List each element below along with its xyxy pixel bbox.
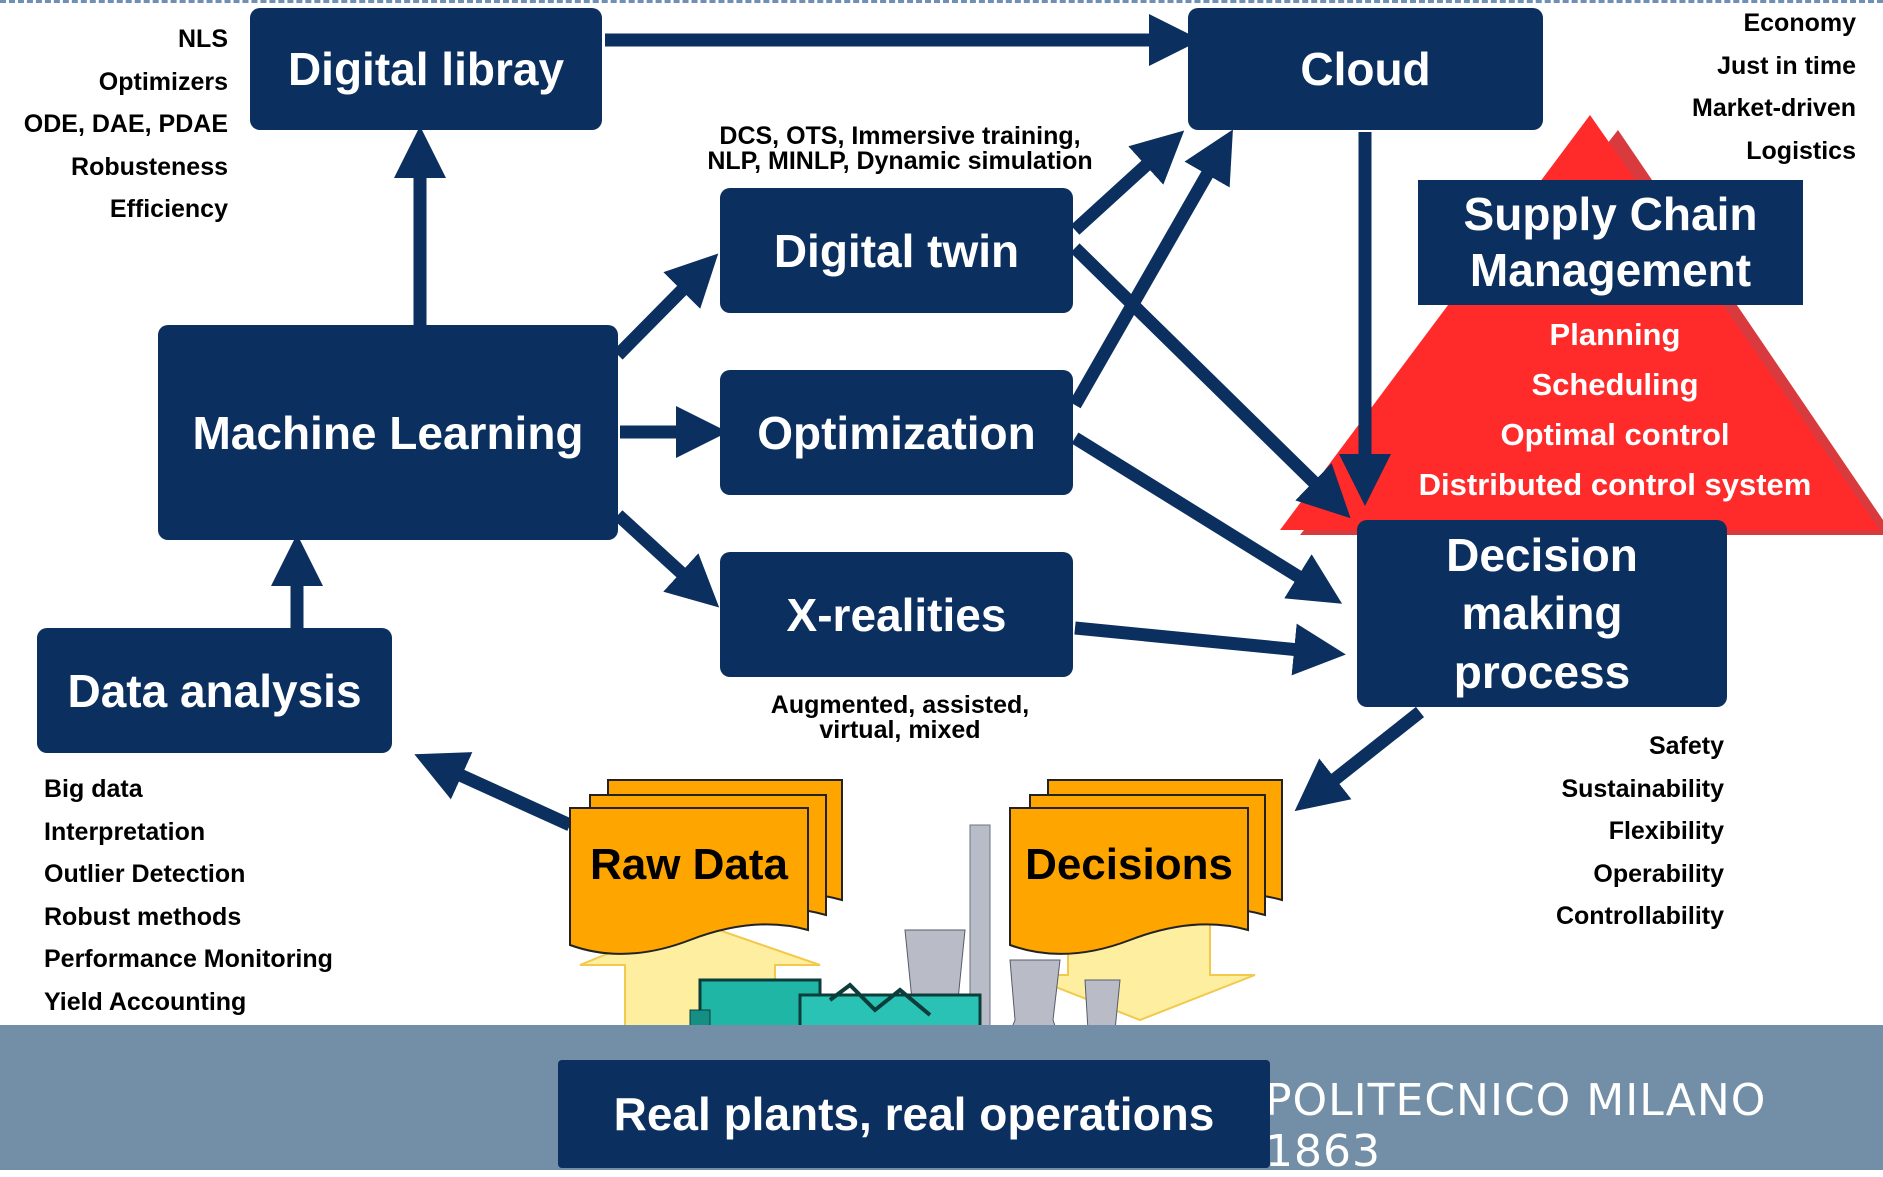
digital-twin-notes: DCS, OTS, Immersive training, NLP, MINLP… [680, 124, 1120, 174]
supply-item-dcs: Distributed control system [1418, 467, 1812, 502]
supply-chain-label-line1: Supply Chain [1463, 188, 1758, 241]
supply-item-optimal-control: Optimal control [1500, 417, 1730, 452]
raw-data-label: Raw Data [589, 840, 789, 889]
institution-name: POLITECNICO MILANO 1863 [1265, 1075, 1767, 1177]
arrow-twin-to-decision [1070, 243, 1351, 519]
digital-twin-box: Digital twin [720, 188, 1073, 313]
real-plants-box: Real plants, real operations [558, 1060, 1270, 1168]
arrow-xrealities-to-decision [1074, 621, 1346, 676]
library-attr: NLS [178, 25, 228, 53]
decision-attr: Operability [1593, 859, 1724, 888]
x-realities-notes: Augmented, assisted, virtual, mixed [700, 693, 1100, 743]
cloud-attr: Economy [1743, 9, 1856, 37]
arrow-optimization-to-decision [1071, 432, 1343, 604]
machine-learning-box: Machine Learning [158, 325, 618, 540]
supply-item-scheduling: Scheduling [1531, 367, 1699, 402]
cloud-box: Cloud [1188, 8, 1543, 130]
decision-making-label-line2: making [1461, 587, 1623, 640]
data-analysis-attr: Big data [44, 775, 143, 803]
supply-chain-triangle [1280, 115, 1880, 530]
decision-making-box: Decision making process [1357, 520, 1727, 707]
library-attr: Efficiency [109, 195, 228, 223]
decisions-document [1009, 779, 1283, 955]
machine-learning-label: Machine Learning [192, 406, 584, 459]
arrow-optimization-to-cloud [1069, 129, 1233, 409]
supply-item-planning: Planning [1549, 317, 1681, 352]
x-realities-label: X-realities [786, 588, 1007, 641]
decision-attr: Sustainability [1561, 774, 1724, 803]
real-plants-label: Real plants, real operations [613, 1088, 1215, 1140]
cloud-attributes: Economy Just in time Market-driven Logis… [1600, 2, 1856, 172]
supply-chain-box: Supply Chain Management [1418, 180, 1803, 305]
digital-library-box: Digital libray [250, 8, 602, 130]
arrow-twin-to-cloud [1070, 130, 1185, 235]
cloud-label: Cloud [1300, 43, 1431, 95]
optimization-label: Optimization [757, 406, 1036, 459]
library-attr: Optimizers [98, 67, 228, 96]
optimization-box: Optimization [720, 370, 1073, 495]
supply-chain-items: Planning Scheduling Optimal control Dist… [1380, 310, 1850, 510]
library-attributes: NLS Optimizers ODE, DAE, PDAE Robustenes… [0, 18, 228, 231]
cloud-attr: Just in time [1717, 51, 1856, 80]
cloud-attr: Logistics [1746, 136, 1856, 165]
cloud-attr: Market-driven [1692, 94, 1856, 122]
x-realities-box: X-realities [720, 552, 1073, 677]
library-attr: ODE, DAE, PDAE [23, 110, 228, 138]
decision-attr: Controllability [1555, 902, 1724, 930]
decisions-label: Decisions [1025, 840, 1233, 889]
x-realities-note: Augmented, assisted, [770, 691, 1030, 719]
data-analysis-attr: Robust methods [44, 902, 242, 931]
decision-making-label-line1: Decision [1446, 528, 1638, 581]
data-analysis-attr: Yield Accounting [44, 987, 247, 1016]
raw-data-document [569, 779, 843, 955]
arrows [271, 14, 1425, 831]
library-attr: Robusteness [71, 152, 228, 181]
decision-attr: Flexibility [1608, 817, 1724, 845]
digital-twin-note: NLP, MINLP, Dynamic simulation [707, 147, 1093, 175]
data-analysis-attr: Interpretation [44, 817, 206, 846]
arrow-decision-to-decisions [1294, 706, 1425, 812]
x-realities-note: virtual, mixed [819, 716, 981, 744]
data-analysis-attributes: Big data Interpretation Outlier Detectio… [44, 768, 424, 1023]
data-analysis-attr: Outlier Detection [44, 860, 246, 888]
data-analysis-attr: Performance Monitoring [44, 945, 333, 973]
arrow-ml-to-xrealities [613, 510, 720, 608]
data-analysis-box: Data analysis [37, 628, 392, 753]
arrow-ml-to-twin [613, 253, 719, 360]
digital-twin-note: DCS, OTS, Immersive training, [719, 122, 1081, 150]
data-analysis-label: Data analysis [67, 664, 362, 717]
decision-attributes: Safety Sustainability Flexibility Operab… [1430, 725, 1724, 938]
top-dashed-border [0, 0, 1883, 7]
decision-attr: Safety [1648, 732, 1724, 760]
decision-making-label-line3: process [1453, 645, 1631, 698]
supply-chain-label-line2: Management [1469, 243, 1752, 296]
digital-library-label: Digital libray [287, 43, 565, 95]
arrow-rawdata-to-analysis [414, 752, 573, 831]
digital-twin-label: Digital twin [773, 224, 1020, 277]
